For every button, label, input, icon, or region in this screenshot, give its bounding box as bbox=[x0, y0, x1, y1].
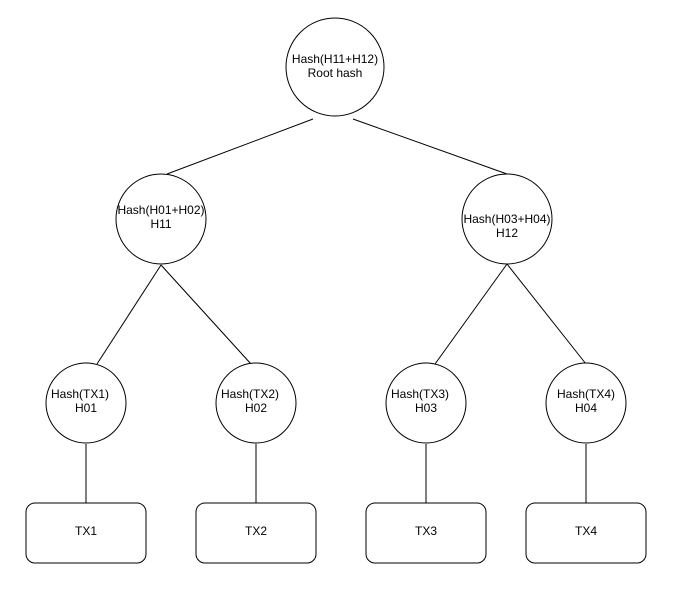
node-h11[interactable]: Hash(H01+H02) H11 bbox=[115, 173, 207, 265]
node-root-line1: Hash(H11+H12) bbox=[292, 52, 378, 66]
node-h04[interactable]: Hash(TX4) H04 bbox=[545, 362, 627, 444]
edge-root-h12 bbox=[352, 118, 508, 175]
node-h03-line2: H03 bbox=[415, 401, 437, 415]
node-h11-line2: H11 bbox=[150, 217, 171, 231]
node-root-line2: Root hash bbox=[308, 66, 363, 80]
node-tx3[interactable]: TX3 bbox=[365, 502, 487, 564]
node-h01[interactable]: Hash(TX1) H01 bbox=[45, 362, 127, 444]
node-h02-line2: H02 bbox=[245, 401, 267, 415]
edge-h12-h03 bbox=[434, 263, 508, 365]
node-h12[interactable]: Hash(H03+H04) H12 bbox=[461, 173, 553, 265]
node-tx1[interactable]: TX1 bbox=[25, 502, 147, 564]
node-h12-line1: Hash(H03+H04) bbox=[463, 212, 550, 226]
node-tx1-label: TX1 bbox=[75, 524, 97, 538]
node-h04-line2: H04 bbox=[575, 401, 597, 415]
node-h02-line1: Hash(TX2) bbox=[221, 387, 279, 401]
node-tx4[interactable]: TX4 bbox=[525, 502, 647, 564]
node-h01-line2: H01 bbox=[75, 401, 97, 415]
node-tx2[interactable]: TX2 bbox=[195, 502, 317, 564]
node-h02[interactable]: Hash(TX2) H02 bbox=[215, 362, 297, 444]
edge-h11-h01 bbox=[96, 264, 162, 365]
node-h11-line1: Hash(H01+H02) bbox=[117, 203, 204, 217]
edge-root-h11 bbox=[166, 118, 314, 175]
node-tx2-label: TX2 bbox=[245, 524, 267, 538]
node-h03-line1: Hash(TX3) bbox=[391, 387, 449, 401]
edges bbox=[85, 118, 587, 503]
node-h04-line1: Hash(TX4) bbox=[557, 387, 615, 401]
edge-h11-h02 bbox=[160, 264, 252, 365]
node-h03[interactable]: Hash(TX3) H03 bbox=[385, 362, 467, 444]
node-tx3-label: TX3 bbox=[415, 524, 437, 538]
edge-h12-h04 bbox=[506, 263, 587, 365]
node-root[interactable]: Hash(H11+H12) Root hash bbox=[285, 17, 385, 117]
node-h01-line1: Hash(TX1) bbox=[51, 387, 109, 401]
node-tx4-label: TX4 bbox=[575, 524, 597, 538]
node-h12-line2: H12 bbox=[496, 226, 518, 240]
